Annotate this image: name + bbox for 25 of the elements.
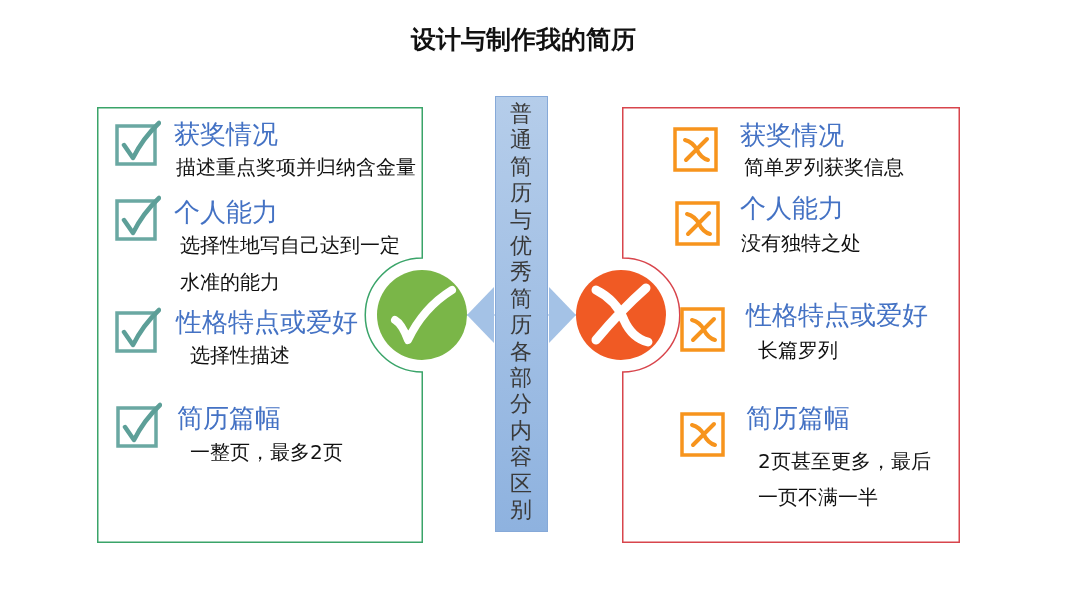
arrow <box>466 287 496 343</box>
item-description: 简单罗列获奖信息 <box>744 154 904 181</box>
title: 设计与制作我的简历 <box>410 24 636 56</box>
item-description: 选择性地写自己达到一定水准的能力 <box>180 232 401 296</box>
check-icon <box>377 270 467 360</box>
item-description: 一整页，最多2页 <box>190 439 343 466</box>
list-panel <box>622 107 960 543</box>
vertical-banner <box>495 96 548 532</box>
item-heading: 简历篇幅 <box>177 402 281 434</box>
item-description: 长篇罗列 <box>758 337 838 364</box>
cross-icon <box>576 270 666 360</box>
item-description: 描述重点奖项并归纳含金量 <box>176 154 416 181</box>
item-heading: 性格特点或爱好 <box>176 306 358 338</box>
arrow <box>547 287 577 343</box>
item-description: 选择性描述 <box>190 342 290 369</box>
item-description: 2页甚至更多，最后一页不满一半 <box>758 448 932 511</box>
item-heading: 简历篇幅 <box>746 402 850 434</box>
item-heading: 个人能力 <box>174 196 278 228</box>
item-heading: 获奖情况 <box>740 119 844 151</box>
list-panel <box>97 107 423 543</box>
item-heading: 个人能力 <box>740 192 844 224</box>
item-heading: 获奖情况 <box>174 118 278 150</box>
banner-text: 普通简历与优秀简历各部分内容区别 <box>510 100 533 524</box>
item-description: 没有独特之处 <box>741 230 861 257</box>
item-heading: 性格特点或爱好 <box>746 299 928 331</box>
